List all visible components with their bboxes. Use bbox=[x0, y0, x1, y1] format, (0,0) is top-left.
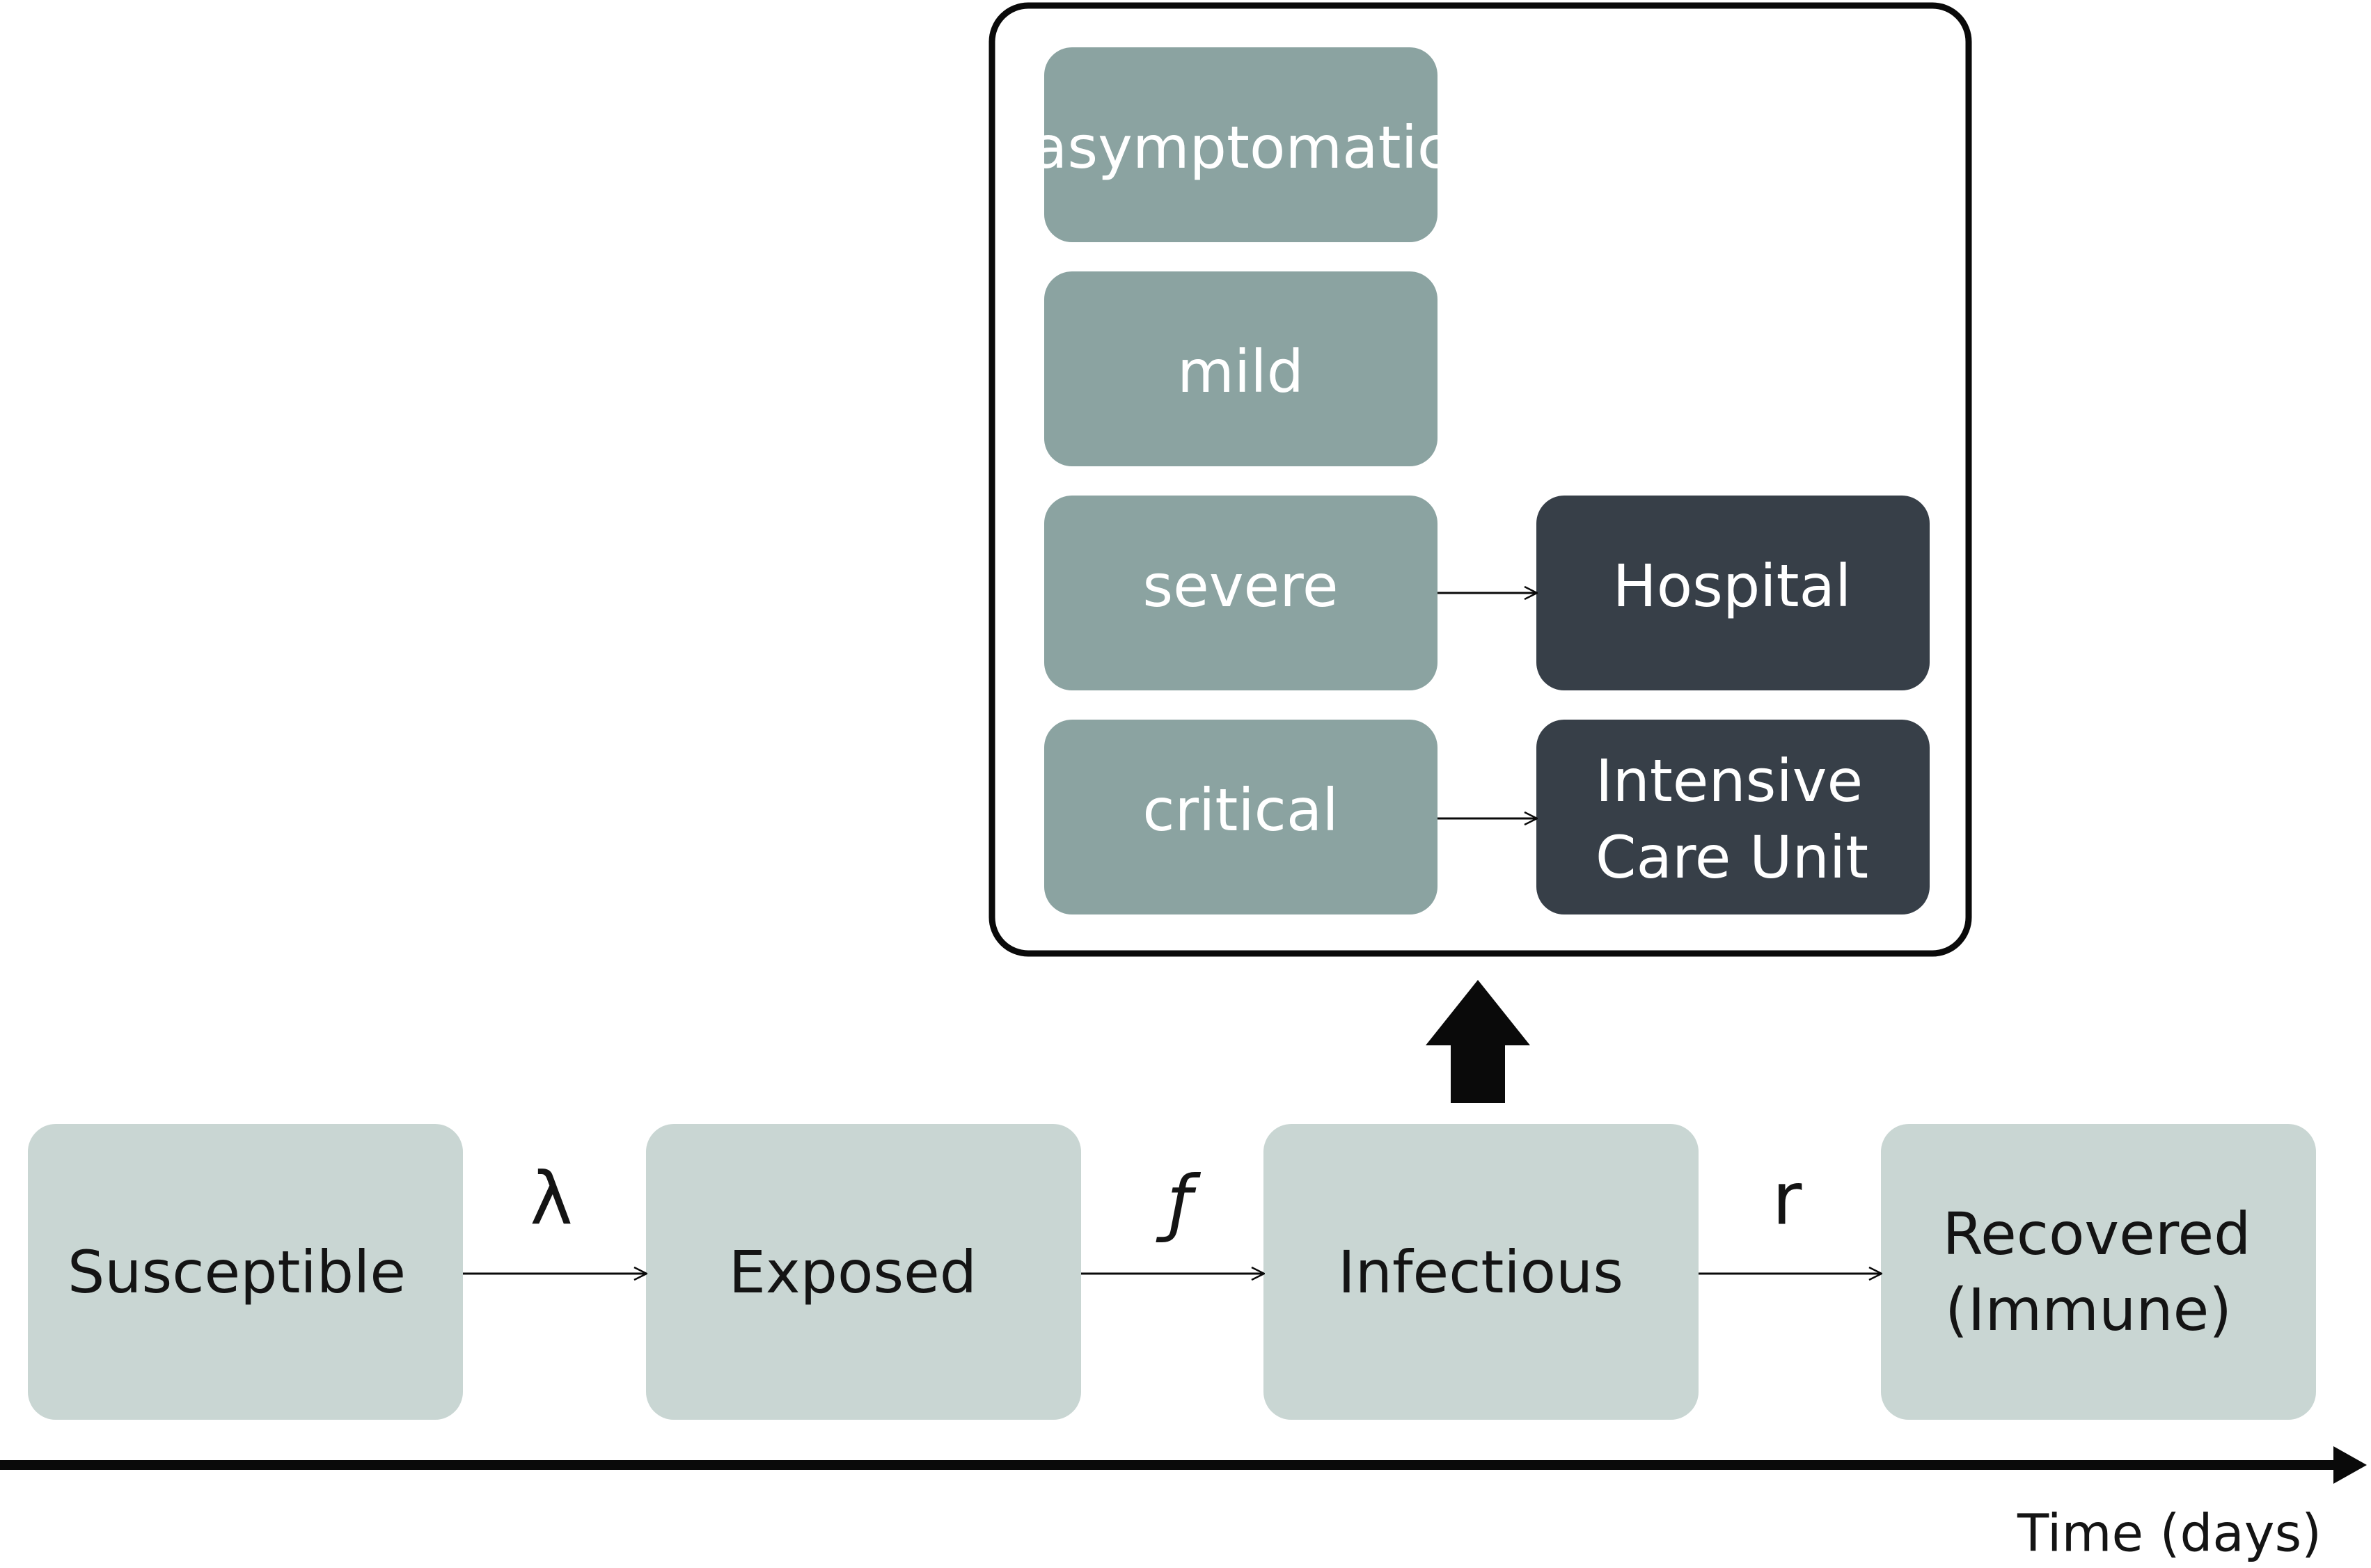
rate-lambda: λ bbox=[530, 1156, 573, 1241]
severity-panel bbox=[988, 2, 1972, 957]
infectious-label: Infectious bbox=[1338, 1238, 1623, 1306]
recovered-label-line2: (Immune) bbox=[1945, 1276, 2232, 1344]
hospital-box bbox=[1536, 496, 1930, 690]
critical-box bbox=[1044, 720, 1437, 914]
severe-box bbox=[1044, 496, 1437, 690]
icu-label-line1: Intensive bbox=[1596, 747, 1863, 815]
asymptomatic-label: asymptomatic bbox=[1032, 113, 1449, 182]
rate-r: r bbox=[1772, 1156, 1802, 1241]
time-axis-label: Time (days) bbox=[2017, 1504, 2322, 1564]
infectious-to-panel-arrow bbox=[1426, 980, 1530, 1103]
rate-f: ƒ bbox=[1156, 1159, 1202, 1244]
time-axis-arrowhead bbox=[2333, 1446, 2367, 1484]
exposed-label: Exposed bbox=[729, 1238, 977, 1306]
critical-label: critical bbox=[1142, 776, 1338, 844]
mild-label: mild bbox=[1177, 338, 1304, 406]
severe-label: severe bbox=[1142, 552, 1338, 620]
hospital-label: Hospital bbox=[1613, 552, 1852, 620]
mild-box bbox=[1044, 271, 1437, 466]
recovered-label-line1: Recovered bbox=[1943, 1200, 2251, 1268]
recovered-box bbox=[1881, 1124, 2316, 1420]
infectious-box bbox=[1263, 1124, 1699, 1420]
susceptible-label: Susceptible bbox=[68, 1238, 406, 1306]
susceptible-box bbox=[28, 1124, 463, 1420]
icu-box bbox=[1536, 720, 1930, 914]
asymptomatic-box bbox=[1044, 47, 1437, 242]
icu-label-line2: Care Unit bbox=[1596, 823, 1868, 892]
exposed-box bbox=[646, 1124, 1081, 1420]
